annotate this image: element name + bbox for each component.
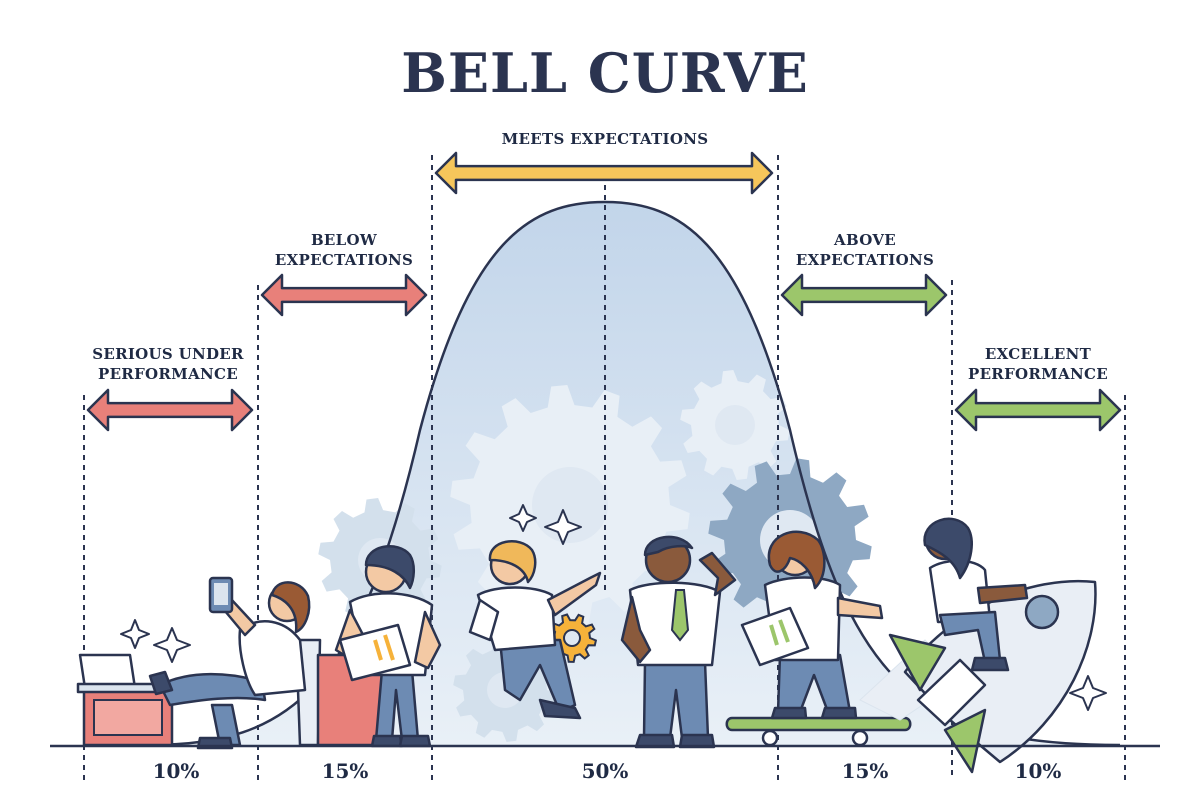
band-label-excellent-line2: PERFORMANCE bbox=[968, 365, 1108, 383]
sparkle-icon bbox=[509, 504, 582, 545]
clipboard-icon bbox=[740, 606, 810, 667]
band-label-meets: MEETS EXPECTATIONS bbox=[502, 130, 709, 148]
band-label-above-line1: ABOVE bbox=[833, 231, 896, 249]
sparkle-icon bbox=[120, 619, 191, 663]
percent-serious: 10% bbox=[153, 759, 200, 783]
percent-below: 15% bbox=[322, 759, 369, 783]
clipboard-icon bbox=[338, 623, 412, 682]
character-looking bbox=[620, 535, 737, 749]
band-label-above-line2: EXPECTATIONS bbox=[796, 251, 934, 269]
character-clipboard-left bbox=[334, 545, 442, 748]
arrow-excellent bbox=[954, 388, 1122, 432]
gear-hole bbox=[563, 629, 581, 647]
band-label-serious-line1: SERIOUS UNDER bbox=[92, 345, 244, 363]
desk-front bbox=[93, 699, 163, 736]
phone-icon bbox=[208, 576, 234, 614]
band-label-serious-line2: PERFORMANCE bbox=[98, 365, 238, 383]
arrow-serious bbox=[86, 388, 254, 432]
page-title: BELL CURVE bbox=[401, 41, 809, 105]
arrow-below bbox=[260, 273, 428, 317]
laptop-icon bbox=[76, 653, 158, 694]
percent-above: 15% bbox=[842, 759, 889, 783]
band-label-below-line2: EXPECTATIONS bbox=[275, 251, 413, 269]
character-skater bbox=[740, 530, 884, 720]
character-pointing bbox=[468, 540, 602, 720]
gear-hole bbox=[715, 405, 755, 445]
arrow-meets bbox=[434, 151, 774, 195]
character-rocket-rider bbox=[923, 517, 1029, 672]
percent-excellent: 10% bbox=[1015, 759, 1062, 783]
scene-group bbox=[76, 504, 1107, 774]
band-label-excellent-line1: EXCELLENT bbox=[985, 345, 1092, 363]
arrow-above bbox=[780, 273, 948, 317]
percent-meets: 50% bbox=[582, 759, 629, 783]
band-label-below-line1: BELOW bbox=[311, 231, 378, 249]
character-reclining bbox=[148, 576, 322, 750]
arrows-group bbox=[86, 151, 1122, 432]
